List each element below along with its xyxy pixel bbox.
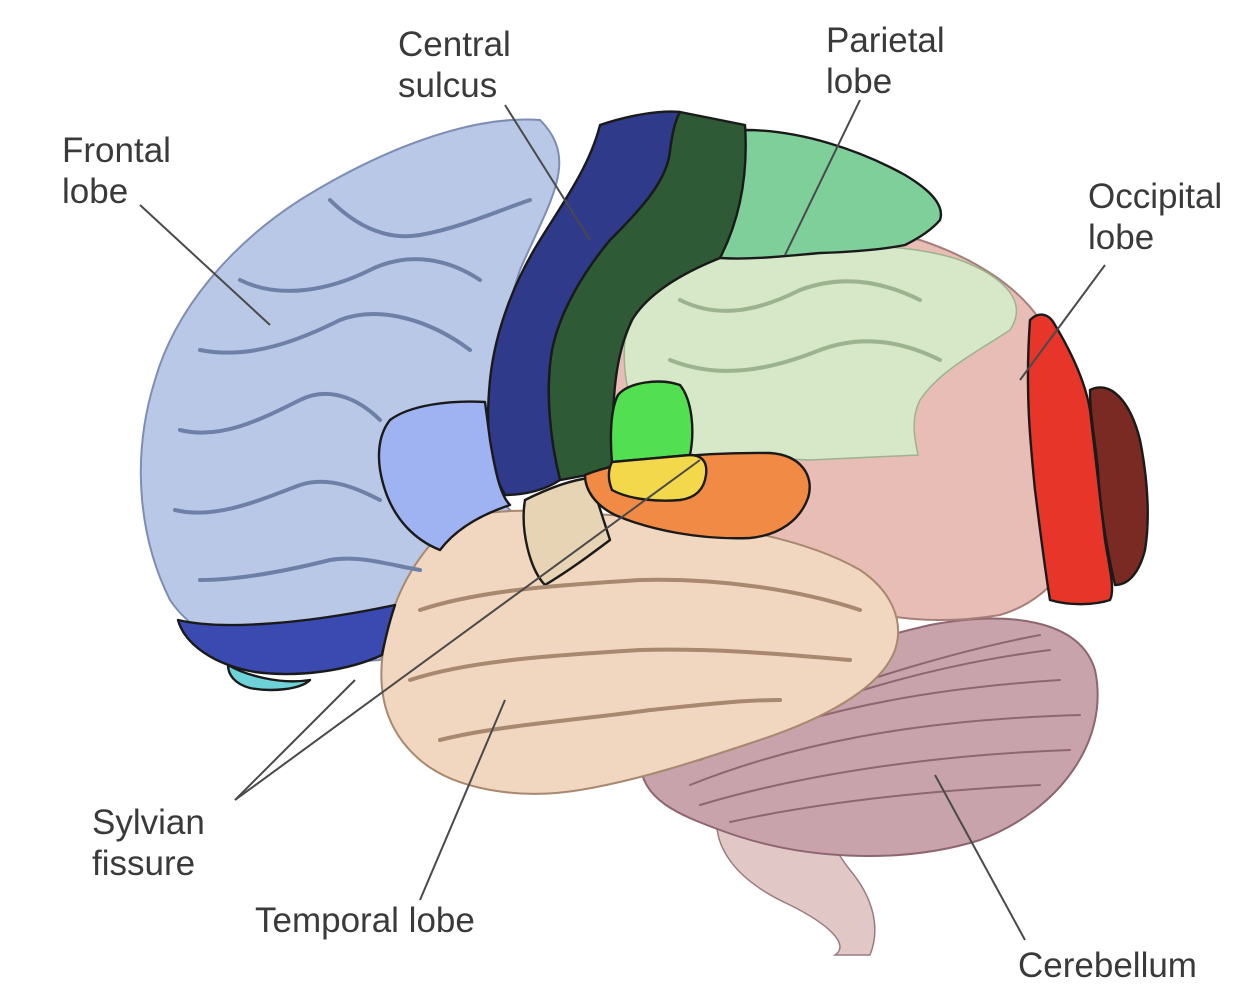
insula-region [522,476,612,587]
occipital-lobe-leader [1019,264,1106,381]
broca-area [377,400,512,552]
occipital-lobe-label-line2: lobe [1088,218,1155,257]
temporal-lobe-label-text: Temporal lobe [255,901,475,940]
temporal-lobe-leader [419,699,506,901]
orbital-cyan-region [226,663,312,692]
sylvian-fissure-label-line1: Sylvian [92,803,205,842]
cerebellum-label: Cerebellum [1018,945,1197,986]
parietal-lobe-label: Parietal lobe [826,20,945,102]
parietal-gyri [668,279,942,373]
motor-strip [486,110,682,497]
sylvian-fissure-label-line2: fissure [92,844,196,883]
sylvian-fissure-leader-2 [234,679,356,801]
leader-lines [139,99,1106,941]
sylvian-fissure-leader-1 [234,459,701,801]
frontal-lobe-label-line2: lobe [62,172,129,211]
parietal-lobe-label-line1: Parietal [826,21,945,60]
central-sulcus-label-line2: sulcus [398,66,498,105]
occipital-lobe-label: Occipital lobe [1088,176,1222,258]
frontal-gyri [173,198,532,582]
central-sulcus-label-line1: Central [398,25,511,64]
frontal-lobe-label-line1: Frontal [62,131,171,170]
parietal-superior-region [718,128,943,260]
cerebellum-leader [934,774,1026,941]
visual-cortex-red [1026,313,1114,606]
frontal-lobe-label: Frontal lobe [62,130,171,212]
angular-region [607,453,708,502]
temporal-gyri [408,577,862,742]
sylvian-fissure-label: Sylvian fissure [92,802,205,884]
visual-cortex-dark [1088,386,1149,587]
parietal-lobe-label-line2: lobe [826,62,893,101]
frontal-lobe-leader [139,204,271,326]
occipital-lobe-label-line1: Occipital [1088,177,1223,216]
cerebellum-label-text: Cerebellum [1018,946,1197,985]
central-sulcus-leader [504,104,591,241]
central-sulcus-label: Central sulcus [398,24,511,106]
wernicke-region [609,380,694,464]
orbital-frontal-region [176,603,397,676]
parietal-lobe-leader [784,99,861,256]
temporal-lobe-label: Temporal lobe [255,900,475,941]
